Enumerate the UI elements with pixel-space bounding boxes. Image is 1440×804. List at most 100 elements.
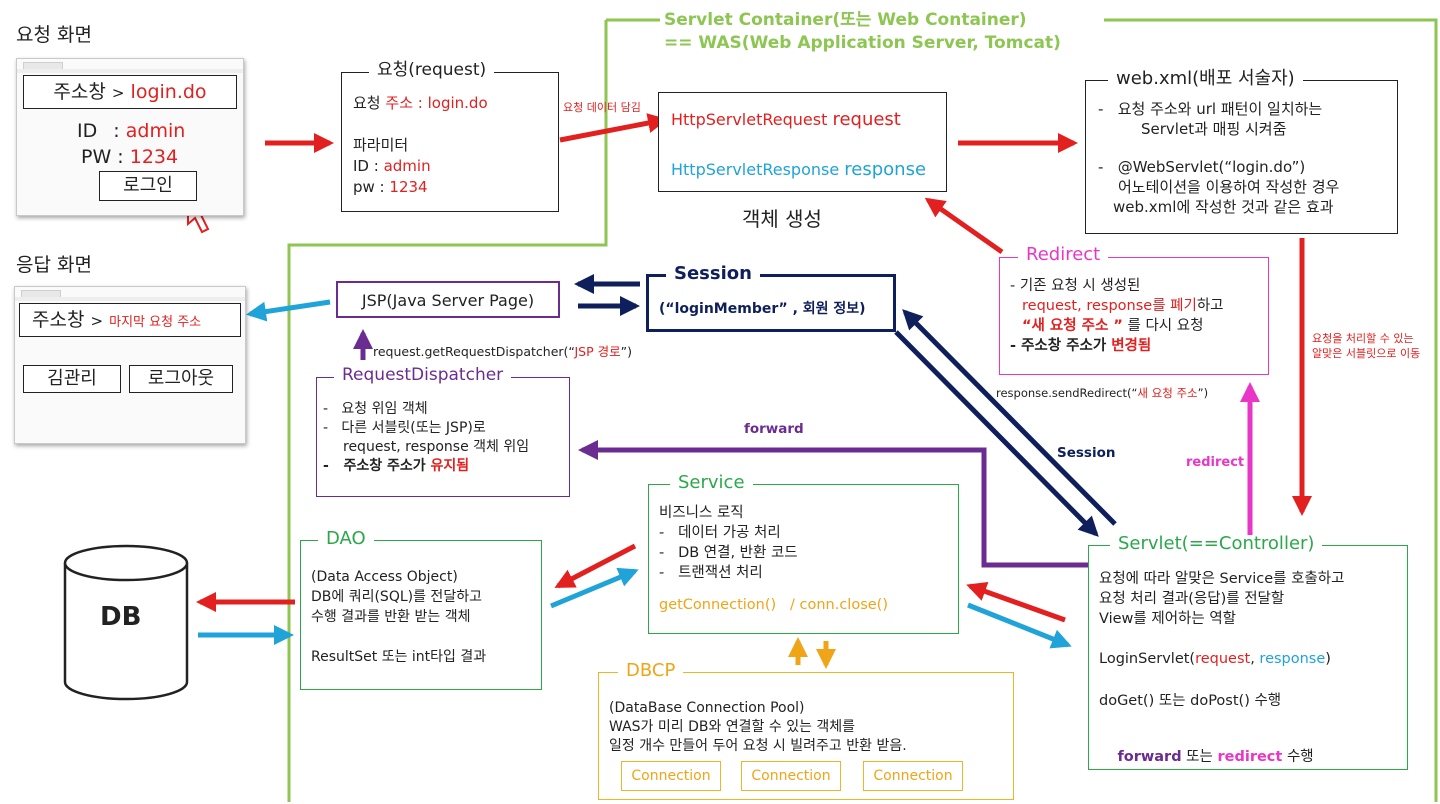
http-response-type: HttpServletResponse	[671, 160, 840, 179]
servlet-login-request: request	[1195, 651, 1251, 667]
id-label: ID	[77, 120, 98, 142]
servlet-redirect-word: redirect	[1217, 749, 1283, 765]
browser-tab	[21, 290, 61, 297]
request-addr-line: 요청 주소 : login.do	[353, 92, 488, 113]
data-carry-label: 요청 데이터 담김	[563, 101, 641, 114]
arrow-servlet-to-session	[902, 309, 1117, 526]
arrow-servlet-to-service	[966, 581, 1066, 623]
user-name-button[interactable]: 김관리	[23, 365, 121, 393]
request-browser-window: 주소창 > login.do ID : admin PW : 1234 로그인	[16, 58, 244, 216]
webxml-item2-line1: - @WebServlet(“login.do”)	[1098, 158, 1306, 176]
service-item3-text: 트랜잭션 처리	[678, 565, 763, 581]
arrow-jsp-to-response	[246, 299, 331, 322]
dispatcher-item1: - 요청 위임 객체	[323, 401, 428, 417]
param-id: ID : admin	[353, 156, 431, 177]
http-objects-box: HttpServletRequest request HttpServletRe…	[658, 92, 947, 192]
service-title: Service	[670, 474, 753, 492]
param-id-value: admin	[383, 157, 431, 175]
dao-title: DAO	[318, 530, 374, 548]
dao-line3: 수행 결과를 반환 받는 객체	[311, 609, 471, 625]
servlet-forward-word: forward	[1117, 749, 1182, 765]
jsp-title: JSP(Java Server Page)	[361, 291, 535, 310]
dao-line1: (Data Access Object)	[311, 569, 458, 585]
redirect-line3: “새 요청 주소 ” 를 다시 요청	[1010, 316, 1224, 336]
send-redirect-suffix: ”)	[1197, 386, 1209, 400]
webxml-item2: - @WebServlet(“login.do”) 어노테이션을 이용하여 작성…	[1098, 157, 1339, 217]
db-cylinder	[63, 544, 189, 701]
http-response-line: HttpServletResponse response	[671, 159, 926, 180]
webxml-item1: - 요청 주소와 url 패턴이 일치하는 Servlet과 매핑 시켜줌	[1098, 99, 1322, 139]
jsp-box[interactable]: JSP(Java Server Page)	[336, 281, 560, 318]
dispatcher-item2-text: 다른 서블릿(또는 JSP)로	[341, 420, 486, 436]
servlet-login-prefix: LoginServlet(	[1099, 651, 1196, 667]
dao-line2: DB에 쿼리(SQL)를 전달하고	[311, 589, 482, 605]
redirect-line2: request, response를 폐기하고	[1010, 296, 1224, 316]
connection-slot-3: Connection	[863, 761, 963, 791]
param-id-label: ID :	[353, 157, 379, 175]
send-redirect-prefix: response.sendRedirect(“	[996, 386, 1138, 400]
dispatcher-content: - 요청 위임 객체 - 다른 서블릿(또는 JSP)로 request, re…	[323, 400, 529, 476]
param-pw: pw : 1234	[353, 177, 431, 198]
http-objects-caption: 객체 생성	[742, 207, 822, 231]
webxml-item1-line2: Servlet과 매핑 시켜줌	[1141, 120, 1287, 138]
dispatcher-item1-text: 요청 위임 객체	[341, 401, 428, 417]
http-request-name: request	[832, 109, 901, 130]
servlet-do-methods: doGet() 또는 doPost() 수행	[1099, 693, 1282, 709]
dbcp-line3: 일정 개수 만들어 두어 요청 시 빌려주고 반환 받음.	[609, 738, 907, 754]
response-screen-title: 응답 화면	[16, 254, 92, 276]
arrow-service-to-dao	[554, 543, 637, 589]
service-item3: - 트랜잭션 처리	[659, 565, 763, 581]
request-address-bar[interactable]: 주소창 > login.do	[23, 75, 237, 109]
servlet-title: Servlet(==Controller)	[1110, 535, 1323, 553]
pw-label: PW	[81, 146, 112, 168]
response-address-bar[interactable]: 주소창 > 마지막 요청 주소	[19, 303, 241, 337]
service-item2-text: DB 연결, 반환 코드	[678, 545, 798, 561]
redirect-line3-red: “새 요청 주소 ”	[1022, 318, 1123, 334]
service-item1: - 데이터 가공 처리	[659, 525, 781, 541]
address-value: 마지막 요청 주소	[109, 315, 202, 330]
arrow-redirect-to-http	[924, 197, 1004, 255]
address-value: login.do	[130, 81, 207, 103]
id-sep: :	[113, 120, 120, 142]
send-redirect-value: 새 요청 주소	[1137, 386, 1198, 400]
redirect-title: Redirect	[1018, 246, 1109, 264]
redirect-arrow-label: redirect	[1186, 455, 1245, 470]
pw-value[interactable]: 1234	[129, 146, 179, 168]
address-arrow: >	[111, 84, 125, 102]
webxml-item1-line1-text: 요청 주소와 url 패턴이 일치하는	[1117, 100, 1323, 118]
service-box: 비즈니스 로직 - 데이터 가공 처리 - DB 연결, 반환 코드 - 트랜잭…	[648, 484, 959, 634]
request-box-title: 요청(request)	[369, 62, 495, 79]
servlet-login-response: response	[1259, 651, 1326, 667]
params-label: 파라미터	[353, 136, 409, 154]
dao-content: (Data Access Object) DB에 쿼리(SQL)를 전달하고 수…	[311, 567, 486, 667]
browser-toolbar	[17, 69, 243, 73]
arrow-dao-to-service	[550, 567, 639, 609]
arrow-forward	[578, 440, 1088, 568]
service-item2: - DB 연결, 반환 코드	[659, 545, 798, 561]
servlet-login-suffix: )	[1325, 651, 1331, 667]
redirect-line4: - 주소창 주소가 변경됨	[1010, 338, 1152, 354]
redirect-line1: - 기존 요청 시 생성된	[1010, 278, 1141, 294]
dbcp-title: DBCP	[618, 662, 684, 680]
redirect-line4-red: 변경됨	[1111, 338, 1152, 354]
response-browser-window: 주소창 > 마지막 요청 주소 김관리 로그아웃	[14, 286, 246, 444]
dispatcher-box: - 요청 위임 객체 - 다른 서블릿(또는 JSP)로 request, re…	[316, 377, 570, 497]
logout-button[interactable]: 로그아웃	[129, 365, 233, 393]
address-label: 주소창	[32, 309, 85, 331]
webxml-title: web.xml(배포 서술자)	[1108, 70, 1303, 88]
mapping-note-line1: 요청을 처리할 수 있는	[1312, 332, 1414, 345]
redirect-line2-red: request, response를 폐기	[1022, 298, 1197, 314]
mapping-note: 요청을 처리할 수 있는 알맞은 서블릿으로 이동	[1312, 331, 1420, 361]
param-pw-label: pw :	[353, 178, 385, 196]
dbcp-box: (DataBase Connection Pool) WAS가 미리 DB와 연…	[598, 672, 1014, 800]
id-value[interactable]: admin	[125, 120, 186, 142]
login-button[interactable]: 로그인	[99, 171, 197, 201]
servlet-login-comma: ,	[1250, 651, 1260, 667]
param-pw-value: 1234	[389, 178, 428, 196]
browser-tab	[23, 62, 63, 69]
id-row: ID : admin	[77, 120, 185, 142]
servlet-login-call: LoginServlet(request, response)	[1099, 651, 1331, 667]
address-label: 주소창	[53, 81, 106, 103]
redirect-line2-rest: 하고	[1196, 298, 1224, 314]
